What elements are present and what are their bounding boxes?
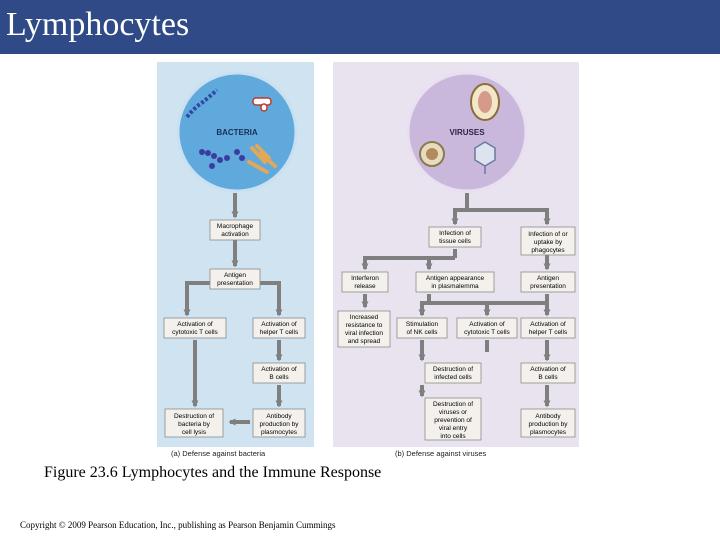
box-cytotoxic-a: Activation of cytotoxic T cells xyxy=(163,317,227,339)
box-interferon-line-2: release xyxy=(354,283,376,290)
figure-caption: Figure 23.6 Lymphocytes and the Immune R… xyxy=(44,464,382,481)
box-destruction-infected-line-1: Destruction of xyxy=(433,366,473,373)
box-helper-b-line-1: Activation of xyxy=(530,321,566,328)
box-cytotoxic-b-line-1: Activation of xyxy=(469,321,505,328)
box-infection-phago-line-1: Infection of or xyxy=(528,231,568,238)
box-destruction-viruses-line-2: viruses or xyxy=(439,409,468,416)
box-macrophage: Macrophage activation xyxy=(209,219,261,241)
box-infection-tissue-line-1: Infection of xyxy=(439,230,471,237)
box-destruction-infected: Destruction of infected cells xyxy=(424,362,482,384)
box-bcells-a-line-2: B cells xyxy=(269,374,289,381)
box-increased-resistance: Increased resistance to viral infection … xyxy=(337,310,391,348)
bacteria-illustrations xyxy=(185,88,277,174)
virus-illustrations xyxy=(419,83,500,174)
box-antigen-a-line-1: Antigen xyxy=(224,272,246,279)
panel-b-subtitle: (b) Defense against viruses xyxy=(395,449,487,458)
box-antibody-b-line-1: Antibody xyxy=(535,413,561,420)
immune-response-diagram: BACTERIA VIRUSES xyxy=(157,62,579,458)
box-infection-phago-line-3: phagocytes xyxy=(531,247,565,254)
slide-title: Lymphocytes xyxy=(6,6,190,43)
box-antigen-a-line-2: presentation xyxy=(217,280,253,287)
box-nk-cells-line-2: of NK cells xyxy=(406,329,438,336)
box-bcells-b-line-2: B cells xyxy=(538,374,558,381)
box-increased-resistance-line-4: and spread xyxy=(348,338,381,345)
box-destruction-viruses-line-1: Destruction of xyxy=(433,401,473,408)
box-bcells-a: Activation of B cells xyxy=(252,362,306,384)
box-interferon-line-1: Interferon xyxy=(351,275,379,282)
box-cytotoxic-a-line-1: Activation of xyxy=(177,321,213,328)
box-antigen-presentation-b: Antigen presentation xyxy=(520,271,576,293)
box-antigen-b-line-1: Antigen xyxy=(537,275,559,282)
box-antigen-appearance-line-2: in plasmalemma xyxy=(431,283,479,290)
box-antibody-a-line-1: Antibody xyxy=(266,413,292,420)
box-destruction-infected-line-2: infected cells xyxy=(434,374,472,381)
box-helper-b-line-2: helper T cells xyxy=(529,329,568,336)
box-destruction-viruses-line-5: into cells xyxy=(440,433,466,440)
panel-a-subtitle: (a) Defense against bacteria xyxy=(171,449,266,458)
box-destruction-viruses: Destruction of viruses or prevention of … xyxy=(424,397,482,441)
box-bcells-b-line-1: Activation of xyxy=(530,366,566,373)
box-destruction-viruses-line-4: viral entry xyxy=(439,425,468,432)
box-destruction-bacteria-line-2: bacteria by xyxy=(178,421,211,428)
box-increased-resistance-line-1: Increased xyxy=(350,314,379,321)
box-helper-a-line-1: Activation of xyxy=(261,321,297,328)
box-macrophage-line-2: activation xyxy=(221,231,249,238)
title-bar: Lymphocytes xyxy=(0,0,720,54)
box-infection-phago-line-2: uptake by xyxy=(534,239,563,246)
box-antibody-a-line-2: production by xyxy=(259,421,299,428)
viruses-label: VIRUSES xyxy=(449,128,485,137)
bacteria-label: BACTERIA xyxy=(216,128,258,137)
box-macrophage-line-1: Macrophage xyxy=(217,223,254,230)
box-infection-tissue-line-2: tissue cells xyxy=(439,238,472,245)
box-antibody-b-line-2: production by xyxy=(528,421,568,428)
box-destruction-bacteria-line-1: Destruction of xyxy=(174,413,214,420)
box-infection-phagocytes: Infection of or uptake by phagocytes xyxy=(520,226,576,256)
box-nk-cells: Stimulation of NK cells xyxy=(396,317,448,339)
box-antigen-b-line-2: presentation xyxy=(530,283,566,290)
box-antibody-a-line-3: plasmocytes xyxy=(261,429,298,436)
box-cytotoxic-b: Activation of cytotoxic T cells xyxy=(456,317,518,339)
box-destruction-bacteria-line-3: cell lysis xyxy=(182,429,207,436)
box-antigen-presentation-a: Antigen presentation xyxy=(209,268,261,290)
copyright-notice: Copyright © 2009 Pearson Education, Inc.… xyxy=(20,520,336,530)
box-helper-a-line-2: helper T cells xyxy=(260,329,299,336)
figure: BACTERIA VIRUSES xyxy=(157,62,579,460)
box-helper-b: Activation of helper T cells xyxy=(520,317,576,339)
box-antibody-b: Antibody production by plasmocytes xyxy=(520,408,576,438)
box-cytotoxic-b-line-2: cytotoxic T cells xyxy=(464,329,510,336)
box-cytotoxic-a-line-2: cytotoxic T cells xyxy=(172,329,218,336)
box-nk-cells-line-1: Stimulation xyxy=(406,321,439,328)
box-antigen-appearance-line-1: Antigen appearance xyxy=(426,275,485,282)
box-infection-tissue: Infection of tissue cells xyxy=(428,226,482,248)
box-destruction-bacteria: Destruction of bacteria by cell lysis xyxy=(164,408,224,438)
box-bcells-b: Activation of B cells xyxy=(520,362,576,384)
box-interferon: Interferon release xyxy=(341,271,389,293)
box-antigen-appearance: Antigen appearance in plasmalemma xyxy=(415,271,495,293)
box-antibody-b-line-3: plasmocytes xyxy=(530,429,567,436)
box-antibody-a: Antibody production by plasmocytes xyxy=(252,408,306,438)
box-bcells-a-line-1: Activation of xyxy=(261,366,297,373)
box-destruction-viruses-line-3: prevention of xyxy=(434,417,472,424)
box-helper-a: Activation of helper T cells xyxy=(252,317,306,339)
box-increased-resistance-line-2: resistance to xyxy=(346,322,383,329)
box-increased-resistance-line-3: viral infection xyxy=(345,330,383,337)
